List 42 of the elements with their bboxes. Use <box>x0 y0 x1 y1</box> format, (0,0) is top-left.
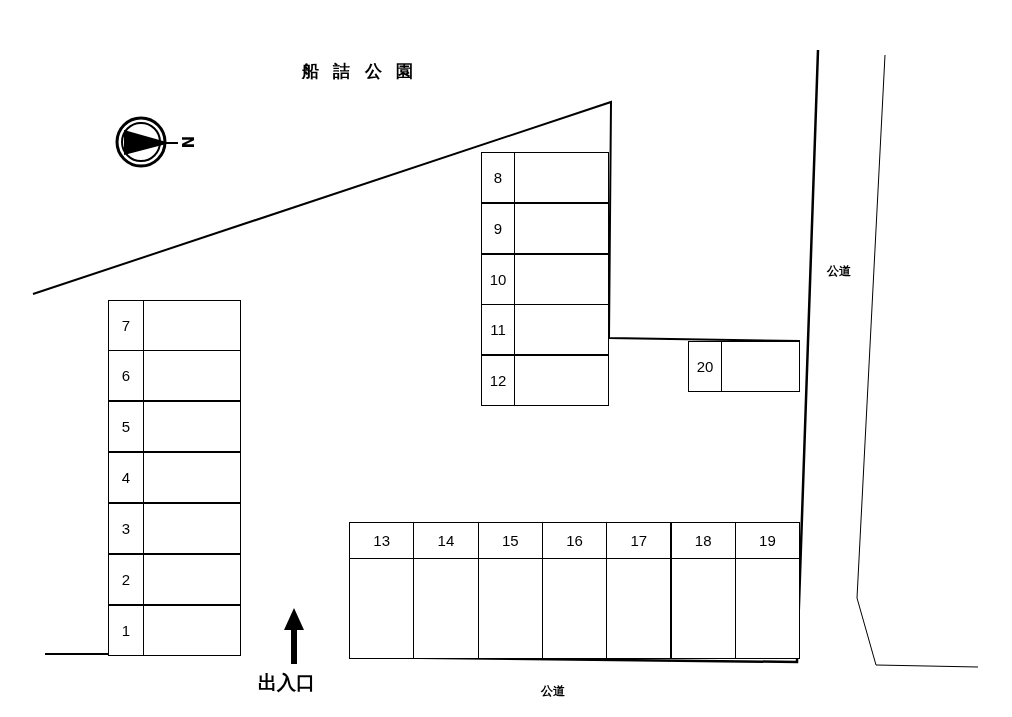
parking-space <box>670 522 736 659</box>
space-number: 10 <box>482 254 515 304</box>
parking-space <box>108 350 241 401</box>
space-number: 7 <box>109 301 144 350</box>
parking-space <box>413 522 479 659</box>
parking-space <box>477 522 543 659</box>
parking-space <box>108 300 241 351</box>
space-number: 18 <box>671 523 735 559</box>
space-number: 5 <box>109 402 144 451</box>
space-number: 8 <box>482 153 515 202</box>
space-number: 14 <box>414 523 478 559</box>
space-number: 19 <box>735 523 800 559</box>
space-number: 20 <box>689 342 722 391</box>
space-number: 3 <box>109 504 144 553</box>
parking-space <box>734 522 801 659</box>
parking-space <box>108 401 241 452</box>
space-number: 2 <box>109 555 144 604</box>
north-label: N <box>178 135 197 149</box>
parking-space <box>481 253 609 305</box>
parking-space <box>481 202 609 254</box>
parking-space <box>481 152 609 203</box>
parking-space <box>481 355 609 407</box>
space-number: 4 <box>109 453 144 502</box>
parking-space <box>481 304 609 356</box>
parking-space <box>108 605 241 656</box>
road-label: 公道 <box>541 683 565 700</box>
parking-space <box>541 522 608 659</box>
road-label: 公道 <box>827 263 851 280</box>
entrance-label: 出入口 <box>258 670 315 695</box>
space-number: 9 <box>482 203 515 253</box>
park-name: 船詰公園 <box>302 60 428 83</box>
space-number: 15 <box>478 523 542 559</box>
parking-space <box>606 522 672 659</box>
parking-space <box>108 452 241 503</box>
parking-space <box>688 341 800 392</box>
space-number: 17 <box>607 523 671 559</box>
parking-space <box>108 503 241 554</box>
parking-space <box>349 522 415 659</box>
space-number: 12 <box>482 356 515 406</box>
space-number: 1 <box>109 606 144 655</box>
space-number: 11 <box>482 305 515 355</box>
parking-space <box>108 554 241 605</box>
